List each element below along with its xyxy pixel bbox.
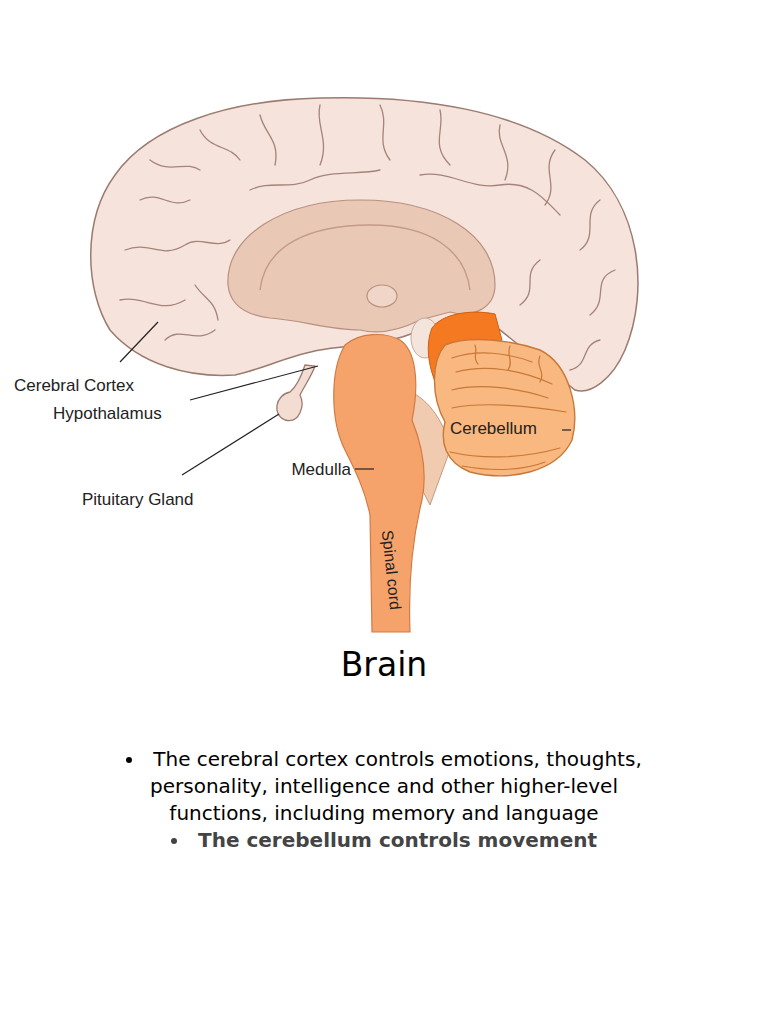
cerebellum-shape bbox=[434, 340, 574, 476]
diagram-title: Brain bbox=[0, 644, 768, 686]
bullet-note: The cerebellum controls movement bbox=[198, 828, 597, 852]
part-label: Cerebral Cortex bbox=[14, 376, 134, 396]
cerebellum-folia bbox=[450, 345, 566, 469]
gyri-lines bbox=[120, 105, 615, 370]
leader-lines bbox=[120, 322, 571, 475]
part-label: Medulla bbox=[291, 460, 351, 480]
part-label: Pituitary Gland bbox=[82, 490, 194, 510]
pituitary-shape bbox=[277, 365, 315, 421]
brainstem-shape bbox=[334, 335, 424, 632]
part-label: Hypothalamus bbox=[53, 404, 162, 424]
list-item: The cerebellum controls movement bbox=[110, 827, 658, 854]
corpus-callosum-line bbox=[260, 225, 470, 290]
note-list: The cerebral cortex controls emotions, t… bbox=[110, 746, 658, 854]
part-label: Cerebellum bbox=[448, 419, 539, 439]
diencephalon-shape bbox=[228, 200, 495, 332]
bullet-note: The cerebral cortex controls emotions, t… bbox=[150, 747, 642, 825]
list-item: The cerebral cortex controls emotions, t… bbox=[110, 746, 658, 827]
thalamus-shape bbox=[367, 285, 397, 307]
